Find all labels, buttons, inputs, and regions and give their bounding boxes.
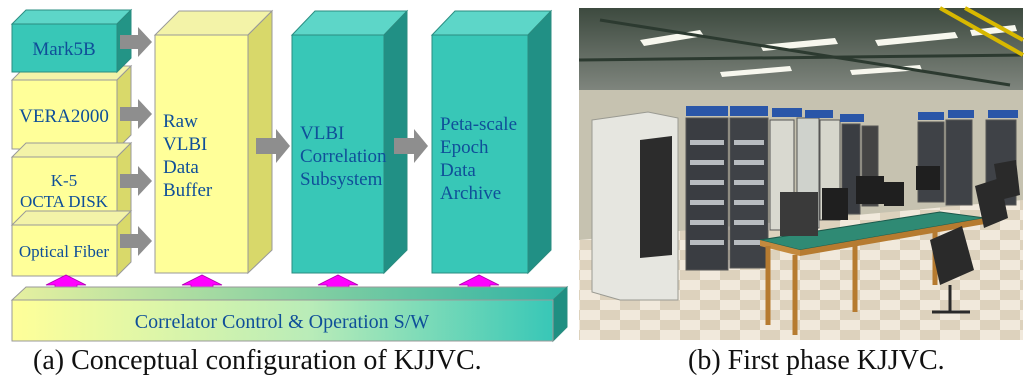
input-arrows	[120, 27, 152, 256]
arrow-mark5b	[120, 27, 152, 57]
input-label-k5: K-5	[51, 171, 77, 190]
control-bar-label: Correlator Control & Operation S/W	[135, 311, 430, 333]
correlation-label-2: Correlation	[300, 146, 387, 167]
arrow-optical-fiber	[120, 226, 152, 256]
correlator-control-bar: Correlator Control & Operation S/W	[10, 285, 569, 343]
epoch-data-archive-block: Peta-scale Epoch Data Archive	[430, 9, 553, 275]
input-label-mark5b: Mark5B	[32, 39, 95, 60]
buffer-label-3: Data	[163, 157, 199, 178]
arrow-correlation-to-archive	[394, 129, 428, 163]
correlation-label-3: Subsystem	[300, 169, 383, 190]
input-label-vera2000: VERA2000	[19, 106, 109, 127]
raw-data-buffer-block: Raw VLBI Data Buffer	[153, 9, 274, 275]
arrow-vera2000	[120, 99, 152, 129]
archive-label-1: Peta-scale	[440, 114, 517, 135]
input-label-optical-fiber: Optical Fiber	[19, 242, 110, 261]
caption-right: (b) First phase KJJVC.	[688, 345, 945, 376]
kjjvc-room-photo	[578, 6, 1024, 340]
buffer-label-4: Buffer	[163, 180, 213, 201]
correlation-subsystem-block: VLBI Correlation Subsystem	[290, 9, 409, 275]
caption-left: (a) Conceptual configuration of KJJVC.	[33, 345, 482, 376]
buffer-label-2: VLBI	[163, 134, 207, 155]
input-box-vera2000: VERA2000	[10, 64, 133, 151]
buffer-label-1: Raw	[163, 111, 198, 132]
input-box-mark5b: Mark5B	[10, 8, 133, 74]
input-label-octa-disk: OCTA DISK	[20, 192, 109, 211]
input-box-optical-fiber: Optical Fiber	[10, 209, 133, 278]
archive-label-4: Archive	[440, 183, 501, 204]
archive-label-2: Epoch	[440, 137, 489, 158]
correlation-label-1: VLBI	[300, 123, 344, 144]
arrow-buffer-to-correlation	[256, 129, 290, 163]
arrow-k5	[120, 166, 152, 196]
archive-label-3: Data	[440, 160, 476, 181]
